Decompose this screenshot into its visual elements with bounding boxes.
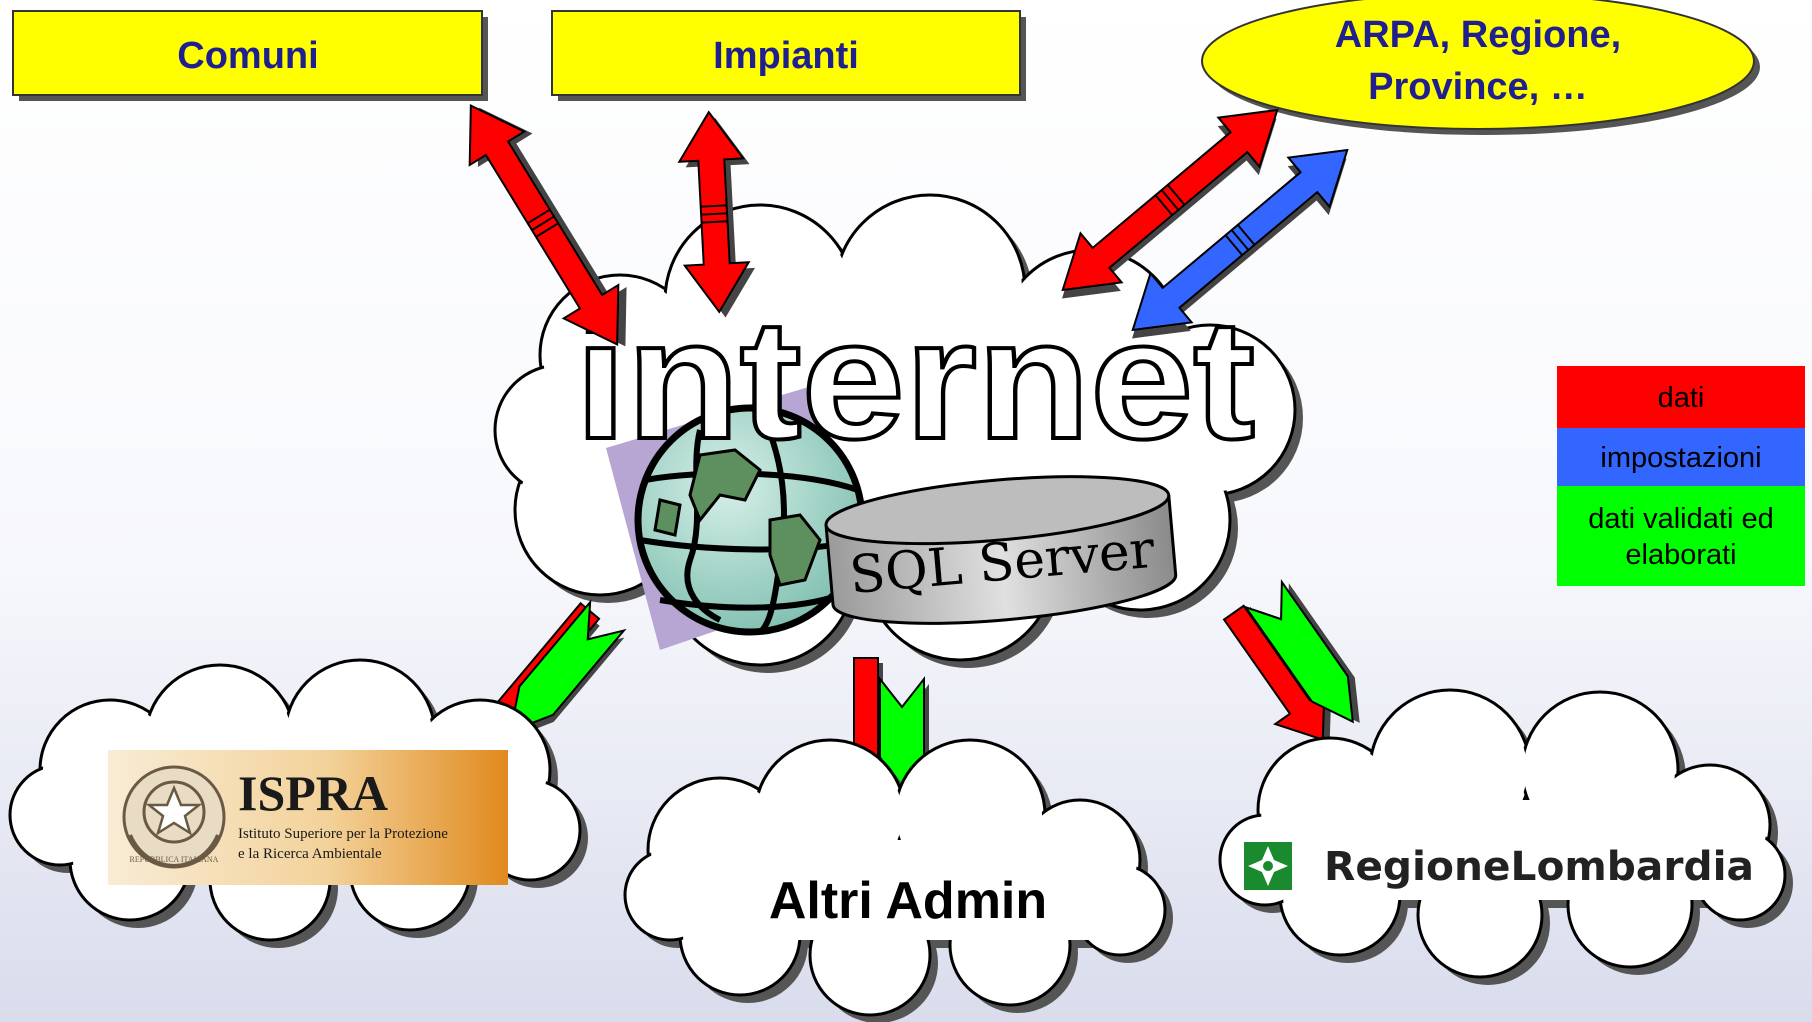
legend-label-dati: dati [1658,382,1705,414]
arrow-comuni-internet [468,104,627,347]
impianti-label: Impianti [713,35,859,77]
arrow-arpa-data [1061,108,1279,299]
italian-emblem-icon: REPUBBLICA ITALIANA [122,765,226,869]
legend-label-validati-line1: dati validati ed [1588,503,1773,535]
legend-label-impostazioni: impostazioni [1600,442,1761,474]
sql-server-database: SQL Server [824,475,1178,625]
lombardia-cloud: RegioneLombardia [1218,688,1793,985]
source-arpa: ARPA, Regione, Province, … [1201,0,1760,135]
globe-icon [634,404,866,636]
arrow-arpa-settings [1131,148,1349,339]
lombardia-label: RegioneLombardia [1324,844,1754,890]
legend-swatch-validati [1557,486,1805,586]
arpa-label-line2: Province, … [1368,66,1588,108]
ispra-title: ISPRA [238,765,388,821]
legend-swatch-impostazioni [1557,428,1805,486]
legend-label-validati-line2: elaborati [1625,539,1736,571]
arrow-to-lombardia-validated [1243,578,1360,724]
source-impianti: Impianti [551,10,1026,101]
ispra-subtitle-line2: e la Ricerca Ambientale [238,846,382,862]
legend-swatch-dati [1557,366,1805,428]
comuni-label: Comuni [177,35,318,77]
altri-admin-cloud: Altri Admin [623,738,1173,1022]
arrow-impianti-internet [677,110,755,318]
arpa-label-line1: ARPA, Regione, [1335,14,1621,56]
emblem-text: REPUBBLICA ITALIANA [130,855,219,864]
arrow-to-ispra-validated [509,599,627,739]
lombardia-rose-icon [1244,842,1292,890]
altri-admin-label: Altri Admin [769,872,1047,930]
source-comuni: Comuni [12,10,488,101]
legend: dati impostazioni dati validati ed elabo… [1557,366,1805,586]
ispra-logo: REPUBBLICA ITALIANA ISPRA Istituto Super… [108,750,508,885]
ispra-subtitle-line1: Istituto Superiore per la Protezione [238,826,448,842]
